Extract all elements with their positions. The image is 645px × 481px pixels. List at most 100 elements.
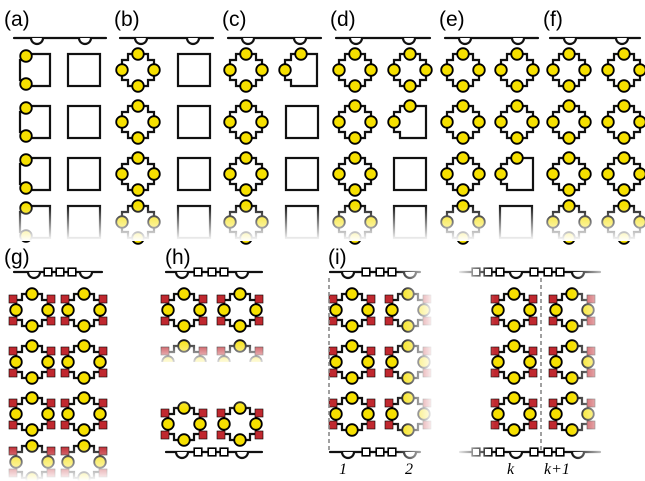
boundary-semicircle: [508, 271, 524, 280]
yellow-site: [546, 167, 560, 181]
red-square-site: [8, 398, 18, 408]
empty-plaquette: [176, 156, 212, 192]
yellow-site: [617, 79, 631, 93]
four-site-loop: [228, 104, 264, 140]
yellow-site: [549, 303, 563, 317]
yellow-site: [25, 287, 39, 301]
yellow-site: [601, 167, 615, 181]
yellow-site: [223, 63, 237, 77]
red-square-site: [98, 294, 108, 304]
yellow-site: [364, 167, 378, 181]
yellow-site: [549, 355, 563, 369]
fade-overlay: [395, 262, 435, 462]
boundary-semicircle: [29, 37, 45, 46]
yellow-site: [217, 303, 231, 317]
edge-fades: [0, 205, 645, 481]
yellow-site: [255, 167, 269, 181]
yellow-site: [562, 183, 576, 197]
yellow-site: [456, 79, 470, 93]
red-square-site: [198, 316, 208, 326]
red-square-site: [8, 346, 18, 356]
yellow-site: [77, 423, 91, 437]
yellow-site: [633, 167, 645, 181]
panel-label-g: (g): [4, 246, 30, 269]
panel-label-a: (a): [4, 8, 30, 31]
yellow-site: [526, 63, 540, 77]
red-square-site: [46, 346, 56, 356]
yellow-site: [562, 151, 576, 165]
yellow-site: [278, 63, 292, 77]
yellow-site: [77, 287, 91, 301]
yellow-site: [115, 167, 129, 181]
yellow-site: [617, 131, 631, 145]
yellow-site: [523, 407, 537, 421]
yellow-site: [19, 129, 33, 143]
red-square-site: [160, 408, 170, 418]
four-site-loop: [499, 104, 535, 140]
yellow-site: [329, 303, 343, 317]
empty-plaquette: [66, 52, 102, 88]
red-square-site: [98, 346, 108, 356]
red-square-site: [548, 420, 558, 430]
red-square-site: [528, 294, 538, 304]
red-square-site: [366, 294, 376, 304]
red-square-site: [254, 316, 264, 326]
yellow-site: [523, 303, 537, 317]
red-square-site: [216, 430, 226, 440]
red-square-site: [46, 316, 56, 326]
lattice-artwork: [8, 36, 645, 481]
hollow-square-site: [375, 267, 385, 277]
yellow-site: [364, 115, 378, 129]
yellow-site: [633, 115, 645, 129]
hollow-square-site: [387, 447, 397, 457]
yellow-site: [161, 417, 175, 431]
partial-loop: [283, 52, 319, 88]
red-square-site: [548, 398, 558, 408]
four-site-loop: [551, 52, 587, 88]
four-site-loop: [337, 104, 373, 140]
empty-plaquette: [284, 104, 320, 140]
empty-plaquette: [176, 52, 212, 88]
four-site-loop: [551, 156, 587, 192]
yellow-site: [233, 433, 247, 447]
yellow-site: [494, 167, 508, 181]
red-square-site: [366, 346, 376, 356]
yellow-site: [332, 63, 346, 77]
hollow-square-site: [543, 267, 553, 277]
red-square-site: [60, 368, 70, 378]
four-site-loop: [606, 52, 642, 88]
yellow-site: [617, 183, 631, 197]
hollow-square-site: [193, 447, 203, 457]
yellow-site: [361, 407, 375, 421]
partial-loop: [499, 156, 535, 192]
yellow-site: [223, 115, 237, 129]
yellow-site: [507, 339, 521, 353]
red-square-site: [254, 408, 264, 418]
red-square-site: [8, 420, 18, 430]
red-square-site: [384, 420, 394, 430]
red-square-site: [366, 398, 376, 408]
yellow-site: [510, 131, 524, 145]
red-square-site: [366, 368, 376, 378]
red-square-site: [198, 430, 208, 440]
red-square-site: [328, 294, 338, 304]
yellow-site: [193, 417, 207, 431]
yellow-site: [255, 63, 269, 77]
four-site-loop: [337, 156, 373, 192]
yellow-site: [77, 339, 91, 353]
boundary-semicircle: [457, 37, 473, 46]
yellow-site: [115, 115, 129, 129]
hollow-square-site: [207, 447, 217, 457]
yellow-site: [361, 303, 375, 317]
yellow-site: [546, 63, 560, 77]
red-square-site: [328, 346, 338, 356]
yellow-site: [364, 63, 378, 77]
yellow-site: [633, 63, 645, 77]
yellow-site: [223, 167, 237, 181]
red-square-site: [528, 368, 538, 378]
boundary-semicircle: [401, 37, 417, 46]
red-square-site: [328, 420, 338, 430]
yellow-site: [617, 99, 631, 113]
yellow-site: [233, 287, 247, 301]
